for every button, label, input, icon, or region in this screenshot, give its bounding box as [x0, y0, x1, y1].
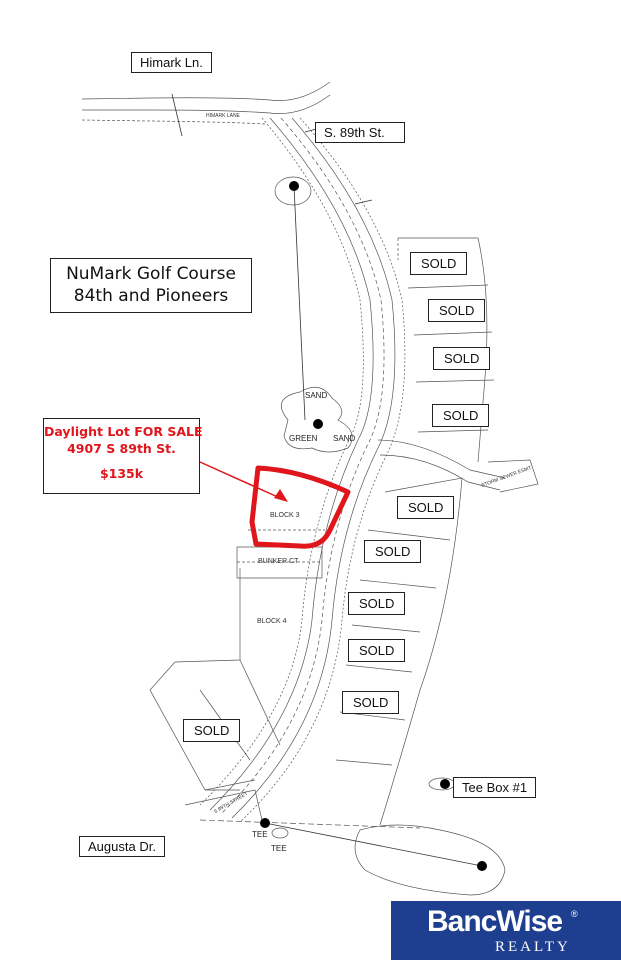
map-title: NuMark Golf Course 84th and Pioneers — [50, 258, 252, 313]
pin-green-north — [289, 181, 299, 191]
logo-reg-mark: ® — [571, 909, 578, 919]
block4-label: BLOCK 4 — [257, 618, 287, 625]
street-s89: S. 89th St. — [315, 122, 405, 143]
himark-lane-road — [81, 81, 331, 101]
sale-callout: Daylight Lot FOR SALE 4907 S 89th St. $1… — [43, 418, 203, 494]
tee-box-label: Tee Box #1 — [453, 777, 537, 798]
sale-lot-outline — [249, 465, 351, 549]
sold-badge: SOLD — [428, 299, 486, 322]
tee-label-1: TEE — [252, 830, 268, 839]
s89th-road-west — [209, 117, 374, 811]
sold-badge: SOLD — [342, 691, 400, 714]
title-line-1: NuMark Golf Course — [66, 264, 236, 284]
logo-subtitle: REALTY — [495, 939, 571, 955]
sold-badge: SOLD — [433, 347, 491, 370]
sand-label-2: SAND — [333, 434, 356, 443]
logo-word: BancWise — [427, 905, 563, 938]
sold-badge: SOLD — [364, 540, 422, 563]
sold-badge: SOLD — [397, 496, 455, 519]
bunker-ct-label: BUNKER CT — [258, 558, 299, 565]
himark-lane-plat-label: HIMARK LANE — [206, 113, 240, 119]
sale-arrow-head — [274, 489, 288, 502]
sold-badge: SOLD — [183, 719, 241, 742]
sale-line-2: 4907 S 89th St. — [67, 441, 176, 456]
s89th-road-east — [231, 117, 396, 819]
sold-badge: SOLD — [432, 404, 490, 427]
sale-arrow — [199, 461, 281, 499]
sold-badge: SOLD — [410, 252, 468, 275]
west-lot-boundary — [174, 568, 241, 663]
block3-label: BLOCK 3 — [270, 512, 300, 519]
pin-hole-south — [477, 861, 487, 871]
sold-badge: SOLD — [348, 639, 406, 662]
pin-tee — [260, 818, 270, 828]
tee-label-2: TEE — [271, 844, 287, 853]
sale-price: $135k — [99, 466, 144, 481]
street-himark: Himark Ln. — [131, 52, 212, 73]
sold-badge: SOLD — [348, 592, 406, 615]
sale-line-1: Daylight Lot FOR SALE — [44, 424, 203, 439]
green-label: GREEN — [289, 434, 318, 443]
bancwise-logo: BancWise ® REALTY — [391, 901, 621, 960]
title-line-2: 84th and Pioneers — [73, 286, 229, 306]
east-lot-boundary — [398, 237, 488, 463]
pin-tee-box-1 — [440, 779, 450, 789]
sand-label-1: SAND — [305, 391, 328, 400]
pin-green — [313, 419, 323, 429]
street-augusta: Augusta Dr. — [79, 836, 165, 857]
